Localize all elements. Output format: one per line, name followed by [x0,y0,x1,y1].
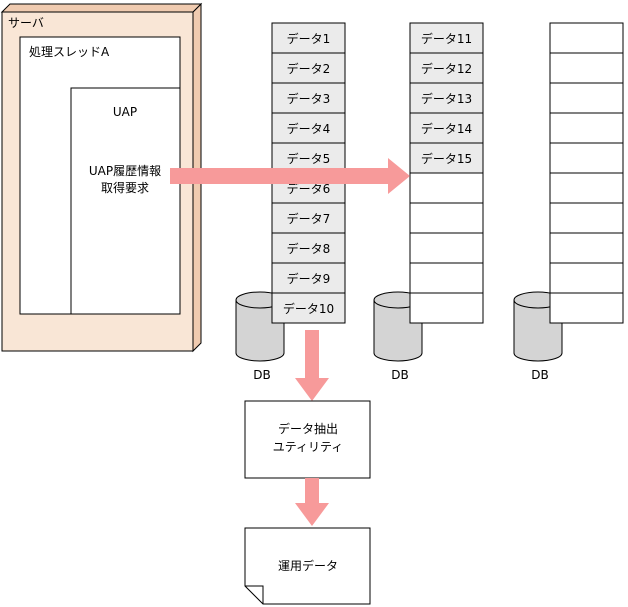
empty-data-cell [549,292,624,324]
data-cell-label: データ11 [421,31,472,46]
utility-frame [244,400,371,479]
data-cell-label: データ14 [421,121,472,136]
data-cell [271,52,346,84]
data-cell [271,112,346,144]
empty-data-cell [409,262,484,294]
empty-data-cell [549,262,624,294]
data-cell-label: データ4 [287,121,331,136]
output-document-fold [245,585,264,604]
empty-data-cell [409,292,484,324]
empty-data-cell [549,52,624,84]
utility-box: データ抽出 ユティリティ [244,400,371,479]
output-document-shape [244,527,371,605]
uap-box: UAP UAP履歴情報 取得要求 [70,87,181,315]
data-cell-label: データ8 [287,241,331,256]
data-cell [271,82,346,114]
uap-label: UAP [113,105,137,119]
data-cell [409,112,484,144]
data-cell-label: データ3 [287,91,331,106]
utility-line2: ユティリティ [273,440,344,454]
db-label-1: DB [253,368,270,382]
utility-line1: データ抽出 [278,421,338,436]
empty-data-cell [549,142,624,174]
request-arrow-shape [170,158,410,194]
data-cell-label: データ12 [421,61,472,76]
empty-data-cell [549,22,624,54]
server-label: サーバ [8,16,44,30]
request-arrow [170,158,410,194]
db-label-3: DB [531,368,548,382]
data-cell-label: データ7 [287,211,331,226]
uap-frame [70,87,181,315]
uap-request-line2: 取得要求 [101,180,149,195]
empty-data-cell [409,172,484,204]
empty-data-cell [549,82,624,114]
data-cell [271,202,346,234]
uap-request-line1: UAP履歴情報 [89,164,161,178]
data-column-2: データ11 データ12 データ13 データ14 データ15 [409,22,484,324]
data-cell [271,292,346,324]
data-cell [271,232,346,264]
empty-data-cell [409,202,484,234]
data-column-3 [549,22,624,324]
empty-data-cell [549,112,624,144]
empty-data-cell [549,172,624,204]
data-column-1: データ1 データ2 データ3 データ4 データ5 データ6 データ7 データ8 データ9 データ1… [271,22,346,324]
data-cell [409,22,484,54]
data-cell [271,22,346,54]
empty-data-cell [549,232,624,264]
data-cell-label: データ9 [287,271,331,286]
data-cell-label: データ1 [287,31,331,46]
data-cell [409,52,484,84]
data-cell-label: データ15 [421,151,472,166]
output-document: 運用データ [244,527,371,605]
data-cell-label: データ13 [421,91,472,106]
output-label: 運用データ [278,558,338,573]
data-cell [409,82,484,114]
empty-data-cell [409,232,484,264]
data-cell-label: データ5 [287,151,331,166]
output-arrow [295,478,329,526]
data-cell [409,142,484,174]
empty-data-cell [549,202,624,234]
data-cell-label: データ6 [287,181,331,196]
data-cell [271,262,346,294]
extract-arrow [295,330,329,401]
server-top-face [0,3,203,13]
db-label-2: DB [391,368,408,382]
thread-label: 処理スレッドA [29,45,110,59]
data-cell-label: データ10 [283,301,334,316]
data-cell-label: データ2 [287,61,331,76]
